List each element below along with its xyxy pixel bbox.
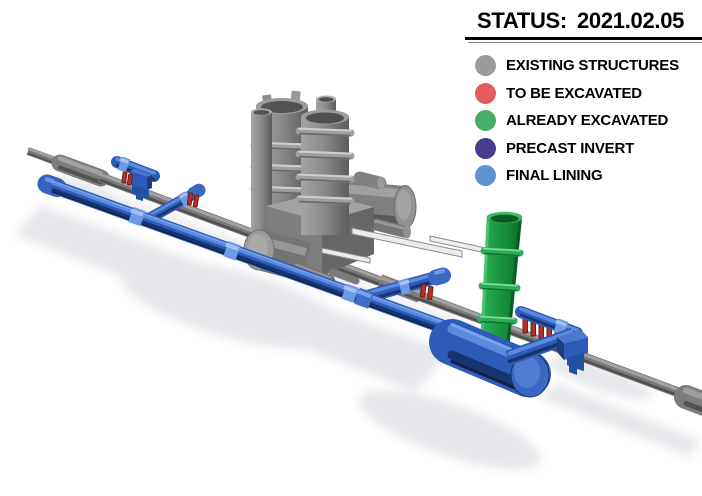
already-excavated-swatch [475,110,496,132]
final-lining-main-pipe [37,174,455,337]
legend-label: PRECAST INVERT [506,139,635,157]
to-be-excavated-segment-2 [419,283,434,301]
legend-item-existing-structures: EXISTING STRUCTURES [475,52,702,80]
existing-shaft-front [295,109,355,235]
existing-side-stub [372,218,411,239]
status-date: 2021.02.05 [576,8,685,33]
lining-sleeve-collars [128,206,359,303]
legend-item-already-excavated: ALREADY EXCAVATED [475,107,702,135]
lining-junction-head-right [505,306,588,375]
legend-item-to-be-excavated: TO BE EXCAVATED [475,80,702,108]
legend-label: FINAL LINING [506,167,603,185]
legend-items: EXISTING STRUCTURES TO BE EXCAVATED ALRE… [465,52,702,190]
legend-item-final-lining: FINAL LINING [475,162,702,190]
legend-label: EXISTING STRUCTURES [506,57,679,75]
to-be-excavated-swatch [475,82,496,104]
title-underline [465,37,702,40]
legend-label: TO BE EXCAVATED [506,84,642,102]
status-title: STATUS: 2021.02.05 [465,8,702,34]
to-be-excavated-segment-left [121,171,133,186]
legend-item-precast-invert: PRECAST INVERT [475,135,702,163]
existing-structures-swatch [475,55,496,77]
status-label: STATUS: [477,8,567,33]
left-pipe-bulge [51,154,110,187]
precast-invert-swatch [475,137,496,159]
status-legend: STATUS: 2021.02.05 EXISTING STRUCTURES TO… [465,8,702,190]
lining-junction-head-left [111,156,160,201]
legend-label: ALREADY EXCAVATED [506,112,669,130]
final-lining-swatch [475,165,496,187]
existing-shaft-left [251,108,272,234]
right-pipe-bulge [674,385,702,416]
lining-tee-collar [354,287,374,309]
to-be-excavated-segment-1 [186,192,200,208]
title-underline-shadow [468,41,702,43]
